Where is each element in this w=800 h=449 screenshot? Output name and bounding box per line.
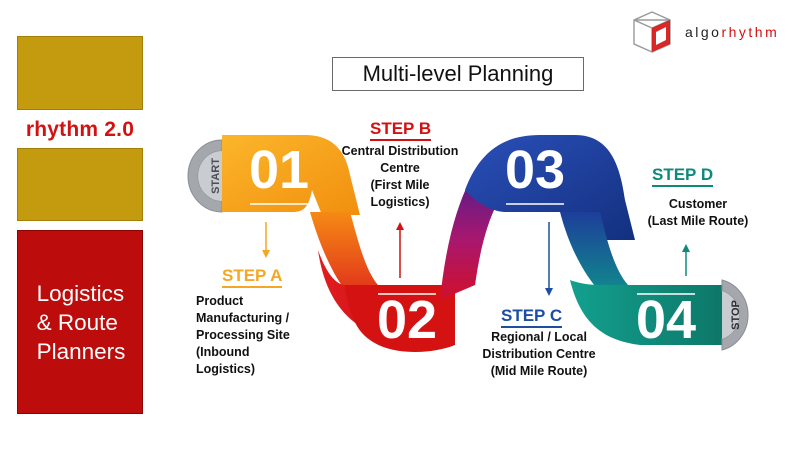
step-d-description: Customer (Last Mile Route)	[647, 197, 749, 228]
step-a-title: STEP A	[222, 266, 283, 288]
arrow-step-d	[682, 244, 690, 276]
gold-block-bottom	[17, 148, 143, 221]
step-c-description: Regional / Local Distribution Centre (Mi…	[482, 330, 596, 378]
step-b-description: Central Distribution Centre (First Mile …	[341, 144, 459, 209]
stop-label: STOP	[730, 300, 742, 330]
step-c-title: STEP C	[501, 306, 563, 328]
ribbon-segment-02-base	[345, 285, 455, 352]
step-number-01: 01	[249, 140, 309, 200]
ribbon-fold-01-02	[310, 212, 378, 290]
ribbon-segment-04	[570, 280, 722, 345]
step-a-description: Product Manufacturing / Processing Site …	[196, 294, 290, 376]
step-number-02: 02	[377, 290, 437, 350]
arrow-step-b	[396, 222, 404, 278]
step-number-04: 04	[636, 290, 696, 350]
logo-wordmark: algorhythm	[685, 24, 779, 40]
start-label: START	[210, 158, 222, 194]
ribbon-fold-02-03	[440, 180, 505, 300]
arrow-step-c	[545, 222, 553, 296]
ribbon-segment-01	[222, 135, 360, 215]
planners-block: Logistics & Route Planners	[17, 230, 143, 414]
stop-cap-inner	[722, 291, 740, 339]
step-b-title: STEP B	[370, 119, 432, 141]
start-cap-inner	[198, 151, 222, 201]
page-title: Multi-level Planning	[332, 57, 584, 91]
arrow-step-a	[262, 222, 270, 258]
rhythm-version-label: rhythm 2.0	[25, 118, 135, 141]
logo-word-rhythm: rhythm	[721, 24, 780, 40]
step-number-03: 03	[505, 140, 565, 200]
logo-word-algo: algo	[685, 24, 722, 40]
ribbon-fold-03-04	[560, 212, 628, 292]
step-d-title: STEP D	[652, 165, 714, 187]
gold-block-top	[17, 36, 143, 110]
algorhythm-logo: algorhythm	[628, 10, 798, 54]
planners-label: Logistics & Route Planners	[36, 280, 126, 364]
cube-logo-icon	[633, 11, 671, 53]
